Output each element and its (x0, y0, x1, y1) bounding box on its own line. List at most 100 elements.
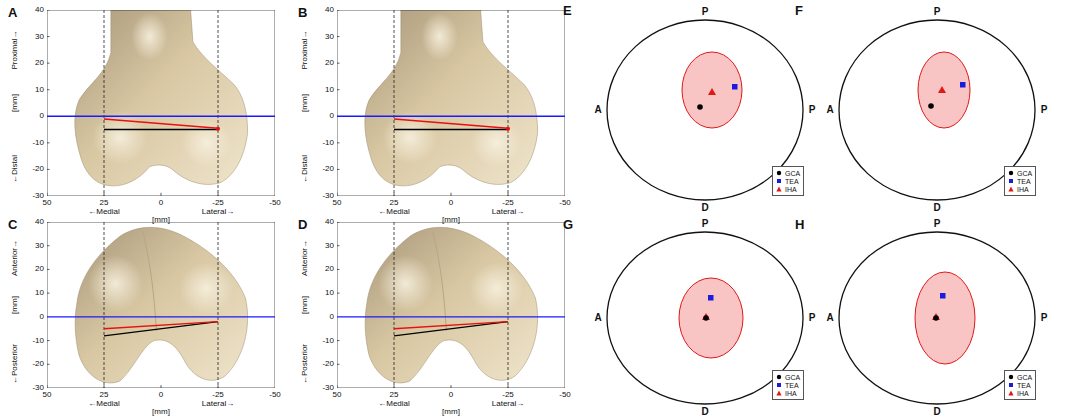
tick-label: -30 (32, 384, 44, 392)
tick-label: 10 (325, 289, 334, 297)
legend-text: GCA (785, 170, 800, 177)
tick-label: 0 (330, 313, 334, 321)
tick-label: 25 (100, 391, 109, 399)
dot-marker (1008, 374, 1014, 380)
legend-box: GCATEAIHA (1004, 370, 1036, 400)
tick-label: 0 (159, 391, 163, 399)
tick-label: -50 (559, 199, 571, 207)
direction-label: ←Medial (88, 400, 120, 408)
square-marker (776, 178, 782, 184)
legend-text: GCA (1017, 374, 1032, 381)
tick-label: -10 (322, 139, 334, 147)
legend-text: IHA (785, 186, 797, 193)
legend-item: TEA (1008, 177, 1032, 185)
axis-title: Proximal→ (11, 30, 19, 69)
legend-item: TEA (776, 381, 800, 389)
legend-text: TEA (785, 178, 799, 185)
tick-label: 0 (330, 112, 334, 120)
legend-item: TEA (1008, 381, 1032, 389)
legend-text: TEA (785, 382, 799, 389)
femur-anterior-plot (337, 10, 565, 196)
dot-marker (776, 170, 782, 176)
direction-label: P (1041, 105, 1048, 115)
axis-title: [mm] (442, 216, 460, 224)
tick-label: -30 (322, 384, 334, 392)
legend-item: IHA (1008, 389, 1032, 397)
axis-title: [mm] (11, 94, 19, 112)
direction-label: ←Medial (88, 208, 120, 216)
tick-label: 30 (35, 242, 44, 250)
tick-label: -50 (559, 391, 571, 399)
tick-label: 40 (325, 218, 334, 226)
triangle-marker (1008, 390, 1014, 396)
tick-label: 30 (325, 242, 334, 250)
tick-label: -25 (502, 199, 514, 207)
square-marker (1008, 382, 1014, 388)
axis-title: ←Posterior (11, 344, 19, 384)
panel-letter: A (8, 6, 17, 19)
direction-label: P (702, 7, 709, 17)
direction-label: ←Medial (378, 400, 410, 408)
direction-label: Lateral→ (492, 400, 524, 408)
axis-title: [mm] (442, 408, 460, 416)
tick-label: -20 (32, 360, 44, 368)
tick-label: -10 (322, 337, 334, 345)
tick-label: 50 (43, 199, 52, 207)
direction-label: A (826, 105, 833, 115)
femur-distal-plot (47, 222, 275, 388)
direction-label: A (826, 313, 833, 323)
legend-box: GCATEAIHA (772, 166, 804, 196)
panel-letter: F (795, 4, 803, 17)
legend-item: IHA (776, 389, 800, 397)
tick-label: -20 (32, 165, 44, 173)
direction-label: D (933, 203, 940, 213)
legend-item: IHA (776, 185, 800, 193)
femur-distal-plot (337, 222, 565, 388)
tick-label: -10 (32, 337, 44, 345)
tick-label: 40 (325, 6, 334, 14)
axis-title: ←Posterior (301, 344, 309, 384)
tick-label: -25 (502, 391, 514, 399)
direction-label: P (1041, 313, 1048, 323)
direction-label: Lateral→ (492, 208, 524, 216)
axis-title: [mm] (152, 216, 170, 224)
tick-label: 20 (325, 59, 334, 67)
legend-text: TEA (1017, 382, 1031, 389)
tick-label: -20 (322, 360, 334, 368)
axis-title: Anterior→ (301, 240, 309, 276)
axis-title: [mm] (152, 408, 170, 416)
panel-letter: E (563, 4, 572, 17)
legend-item: GCA (776, 373, 800, 381)
legend-text: IHA (785, 390, 797, 397)
panel-letter: H (795, 218, 804, 231)
direction-label: Lateral→ (202, 208, 234, 216)
tick-label: -30 (322, 192, 334, 200)
tick-label: 25 (390, 391, 399, 399)
legend-text: GCA (785, 374, 800, 381)
legend-text: IHA (1017, 186, 1029, 193)
legend-item: GCA (1008, 373, 1032, 381)
tick-label: 10 (325, 86, 334, 94)
tick-label: 30 (325, 33, 334, 41)
direction-label: P (934, 219, 941, 229)
dot-marker (1008, 170, 1014, 176)
direction-label: ←Medial (378, 208, 410, 216)
tick-label: 25 (390, 199, 399, 207)
dot-marker (776, 374, 782, 380)
axis-title: [mm] (301, 94, 309, 112)
legend-item: GCA (776, 169, 800, 177)
panel-letter: B (298, 6, 307, 19)
direction-label: P (809, 313, 816, 323)
tick-label: 50 (333, 199, 342, 207)
panel-letter: C (8, 218, 17, 231)
tick-label: 0 (159, 199, 163, 207)
legend-text: TEA (1017, 178, 1031, 185)
axis-title: [mm] (11, 296, 19, 314)
tick-label: 30 (35, 33, 44, 41)
direction-label: P (934, 7, 941, 17)
femur-anterior-plot (47, 10, 275, 196)
legend-text: GCA (1017, 170, 1032, 177)
tick-label: -50 (269, 199, 281, 207)
legend-item: IHA (1008, 185, 1032, 193)
